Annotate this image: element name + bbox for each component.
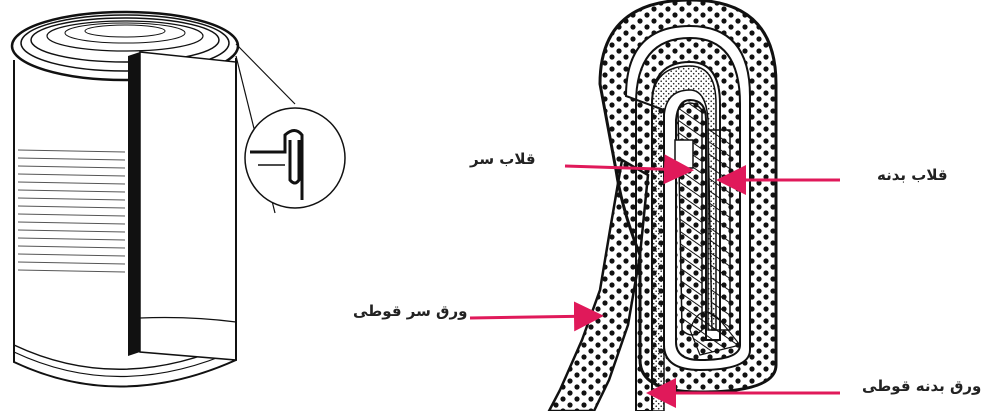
label-lid-sheet: ورق سر قوطی: [353, 302, 467, 320]
seam-zoom-circle: [245, 108, 345, 208]
arrow-lid-sheet: [470, 316, 598, 318]
cutaway-panel: [140, 52, 236, 360]
can-illustration: [12, 12, 345, 387]
label-body-sheet: ورق بدنه قوطی: [862, 377, 981, 395]
double-seam-section: [549, 0, 776, 411]
body-hook-hatch: [708, 130, 730, 330]
label-head-hook: قلاب سر: [470, 150, 536, 168]
head-hook-hatch: [678, 103, 702, 335]
cutaway-edge: [128, 52, 140, 356]
label-body-hook: قلاب بدنه: [877, 166, 948, 184]
